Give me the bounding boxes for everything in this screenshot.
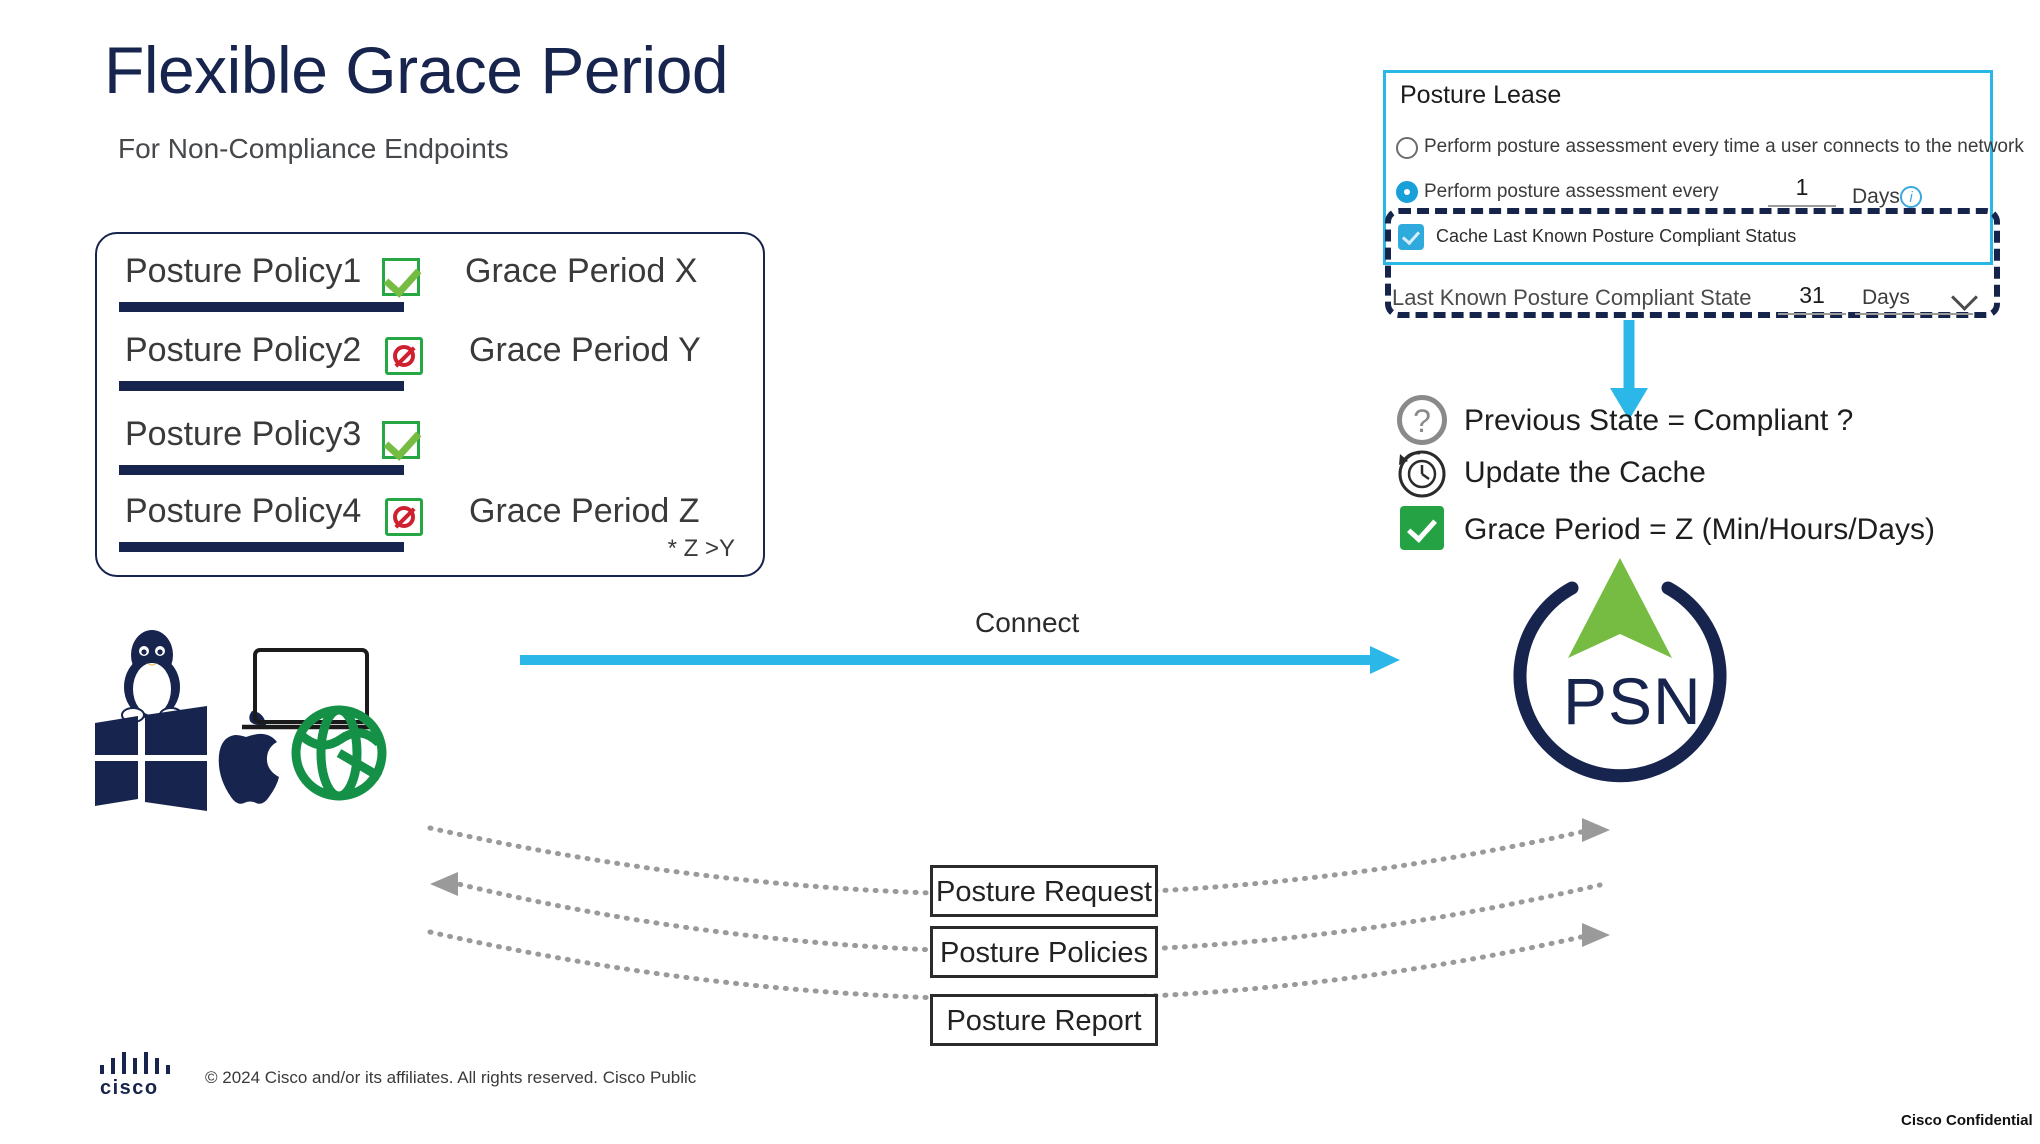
cisco-wordmark: cisco — [100, 1077, 159, 1099]
lease-interval-unit: Days — [1852, 185, 1900, 208]
radio-every-interval-label: Perform posture assessment every — [1424, 181, 1719, 202]
policy-name: Posture Policy2 — [125, 331, 362, 369]
radio-every-connect-label: Perform posture assessment every time a … — [1424, 136, 2024, 157]
green-check-icon — [382, 258, 420, 296]
lease-interval-input[interactable]: 1 — [1795, 174, 1809, 200]
policy-row: Posture Policy1 Grace Period X — [97, 252, 763, 332]
posture-policy-card: Posture Policy1 Grace Period X Posture P… — [95, 232, 765, 577]
clock-refresh-icon — [1398, 450, 1446, 498]
last-known-unit-underline — [1855, 313, 1973, 315]
policy-underline-bar — [119, 465, 404, 475]
page-subtitle: For Non-Compliance Endpoints — [118, 133, 509, 164]
linux-penguin-icon — [121, 630, 183, 723]
flow-item-label: Grace Period = Z (Min/Hours/Days) — [1464, 513, 1935, 546]
posture-lease-dialog: Posture Lease — [1383, 70, 1993, 265]
psn-label: PSN — [1563, 664, 1702, 738]
psn-node-icon — [1513, 558, 1727, 783]
policy-grace-label: Grace Period Z — [469, 492, 700, 530]
endpoint-devices-group — [95, 630, 387, 811]
last-known-unit: Days — [1862, 286, 1910, 309]
policy-row: Posture Policy4 Grace Period Z — [97, 492, 763, 572]
connect-arrow-icon — [520, 646, 1400, 674]
cache-status-checkbox[interactable] — [1398, 224, 1424, 250]
green-check-icon — [382, 421, 420, 459]
flow-item-label: Update the Cache — [1464, 456, 1706, 489]
policy-row: Posture Policy2 Grace Period Y — [97, 331, 763, 411]
red-blocked-icon — [385, 498, 423, 536]
policy-footnote: * Z >Y — [667, 535, 735, 562]
policy-name: Posture Policy4 — [125, 492, 362, 530]
policy-underline-bar — [119, 381, 404, 391]
flow-item-label: Previous State = Compliant ? — [1464, 404, 1854, 437]
policy-grace-label: Grace Period Y — [469, 331, 701, 369]
policy-name: Posture Policy1 — [125, 252, 362, 290]
cache-highlight-outline — [1385, 208, 2000, 318]
page-title: Flexible Grace Period — [104, 33, 729, 107]
cisco-logo-bars — [100, 1052, 178, 1074]
browser-globe-icon — [291, 705, 387, 801]
policy-grace-label: Grace Period X — [465, 252, 698, 290]
last-known-state-input[interactable]: 31 — [1799, 282, 1825, 308]
down-arrow-icon — [1610, 320, 1648, 420]
radio-every-connect[interactable] — [1396, 137, 1418, 159]
lease-interval-underline — [1768, 205, 1836, 207]
connect-label: Connect — [975, 607, 1080, 638]
question-circle-icon: ? — [1397, 395, 1447, 445]
cache-status-label: Cache Last Known Posture Compliant Statu… — [1436, 226, 1797, 246]
policy-underline-bar — [119, 542, 404, 552]
radio-every-interval[interactable] — [1396, 181, 1418, 203]
red-blocked-icon — [385, 337, 423, 375]
last-known-state-label: Last Known Posture Compliant State — [1392, 285, 1752, 310]
policy-name: Posture Policy3 — [125, 415, 362, 453]
exchange-box: Posture Report — [930, 994, 1158, 1046]
windows-logo-icon — [95, 706, 207, 811]
posture-lease-title: Posture Lease — [1400, 81, 1562, 109]
exchange-box: Posture Request — [930, 865, 1158, 917]
last-known-underline — [1778, 313, 1846, 315]
info-circle-icon[interactable]: i — [1900, 186, 1922, 208]
exchange-box: Posture Policies — [930, 926, 1158, 978]
confidential-label: Cisco Confidential — [1901, 1112, 2033, 1129]
policy-underline-bar — [119, 302, 404, 312]
policy-row: Posture Policy3 — [97, 415, 763, 495]
copyright-text: © 2024 Cisco and/or its affiliates. All … — [205, 1068, 697, 1087]
green-check-icon — [1400, 506, 1444, 550]
